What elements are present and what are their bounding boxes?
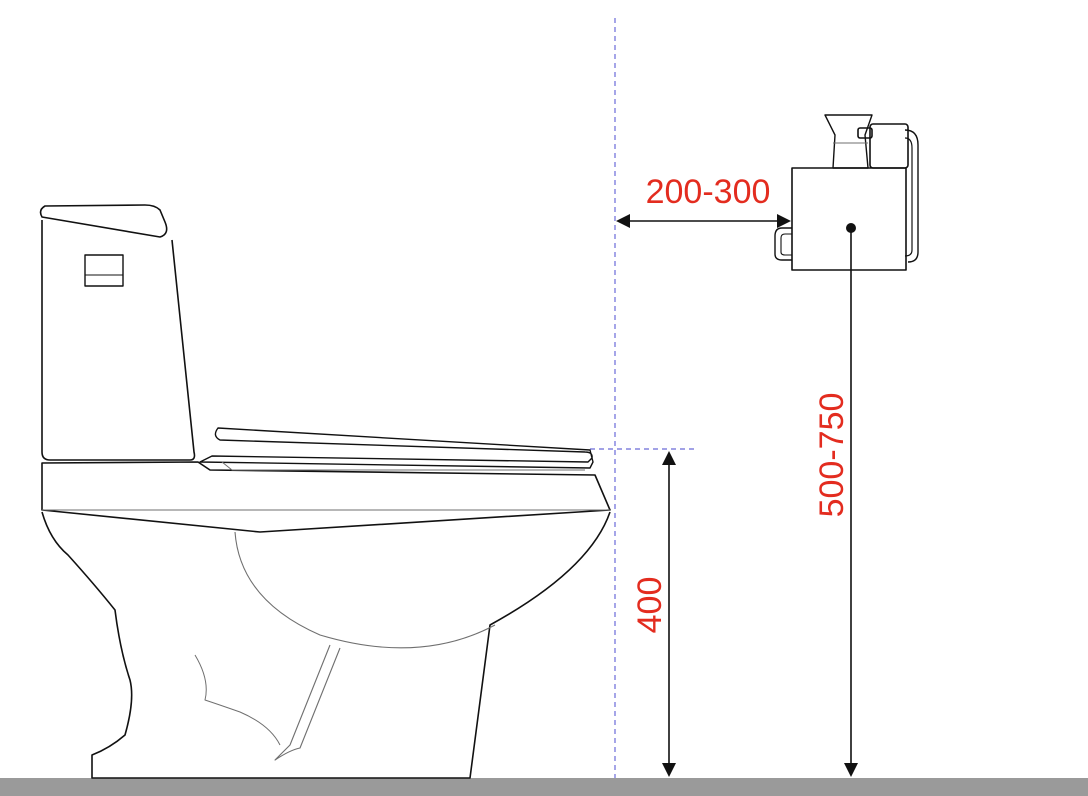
- seat-height-dimension: 400: [631, 451, 676, 777]
- holder-height-label: 500-750: [813, 393, 851, 518]
- toilet-paper-holder-icon: [774, 114, 919, 271]
- toilet-icon: [39, 204, 611, 779]
- holder-height-dimension: 500-750: [813, 223, 858, 777]
- seat-height-label: 400: [631, 577, 669, 634]
- horizontal-gap-label: 200-300: [646, 173, 771, 211]
- floor: [0, 778, 1088, 796]
- cistern-button-icon: [84, 254, 124, 287]
- horizontal-gap-dimension: 200-300: [616, 173, 791, 228]
